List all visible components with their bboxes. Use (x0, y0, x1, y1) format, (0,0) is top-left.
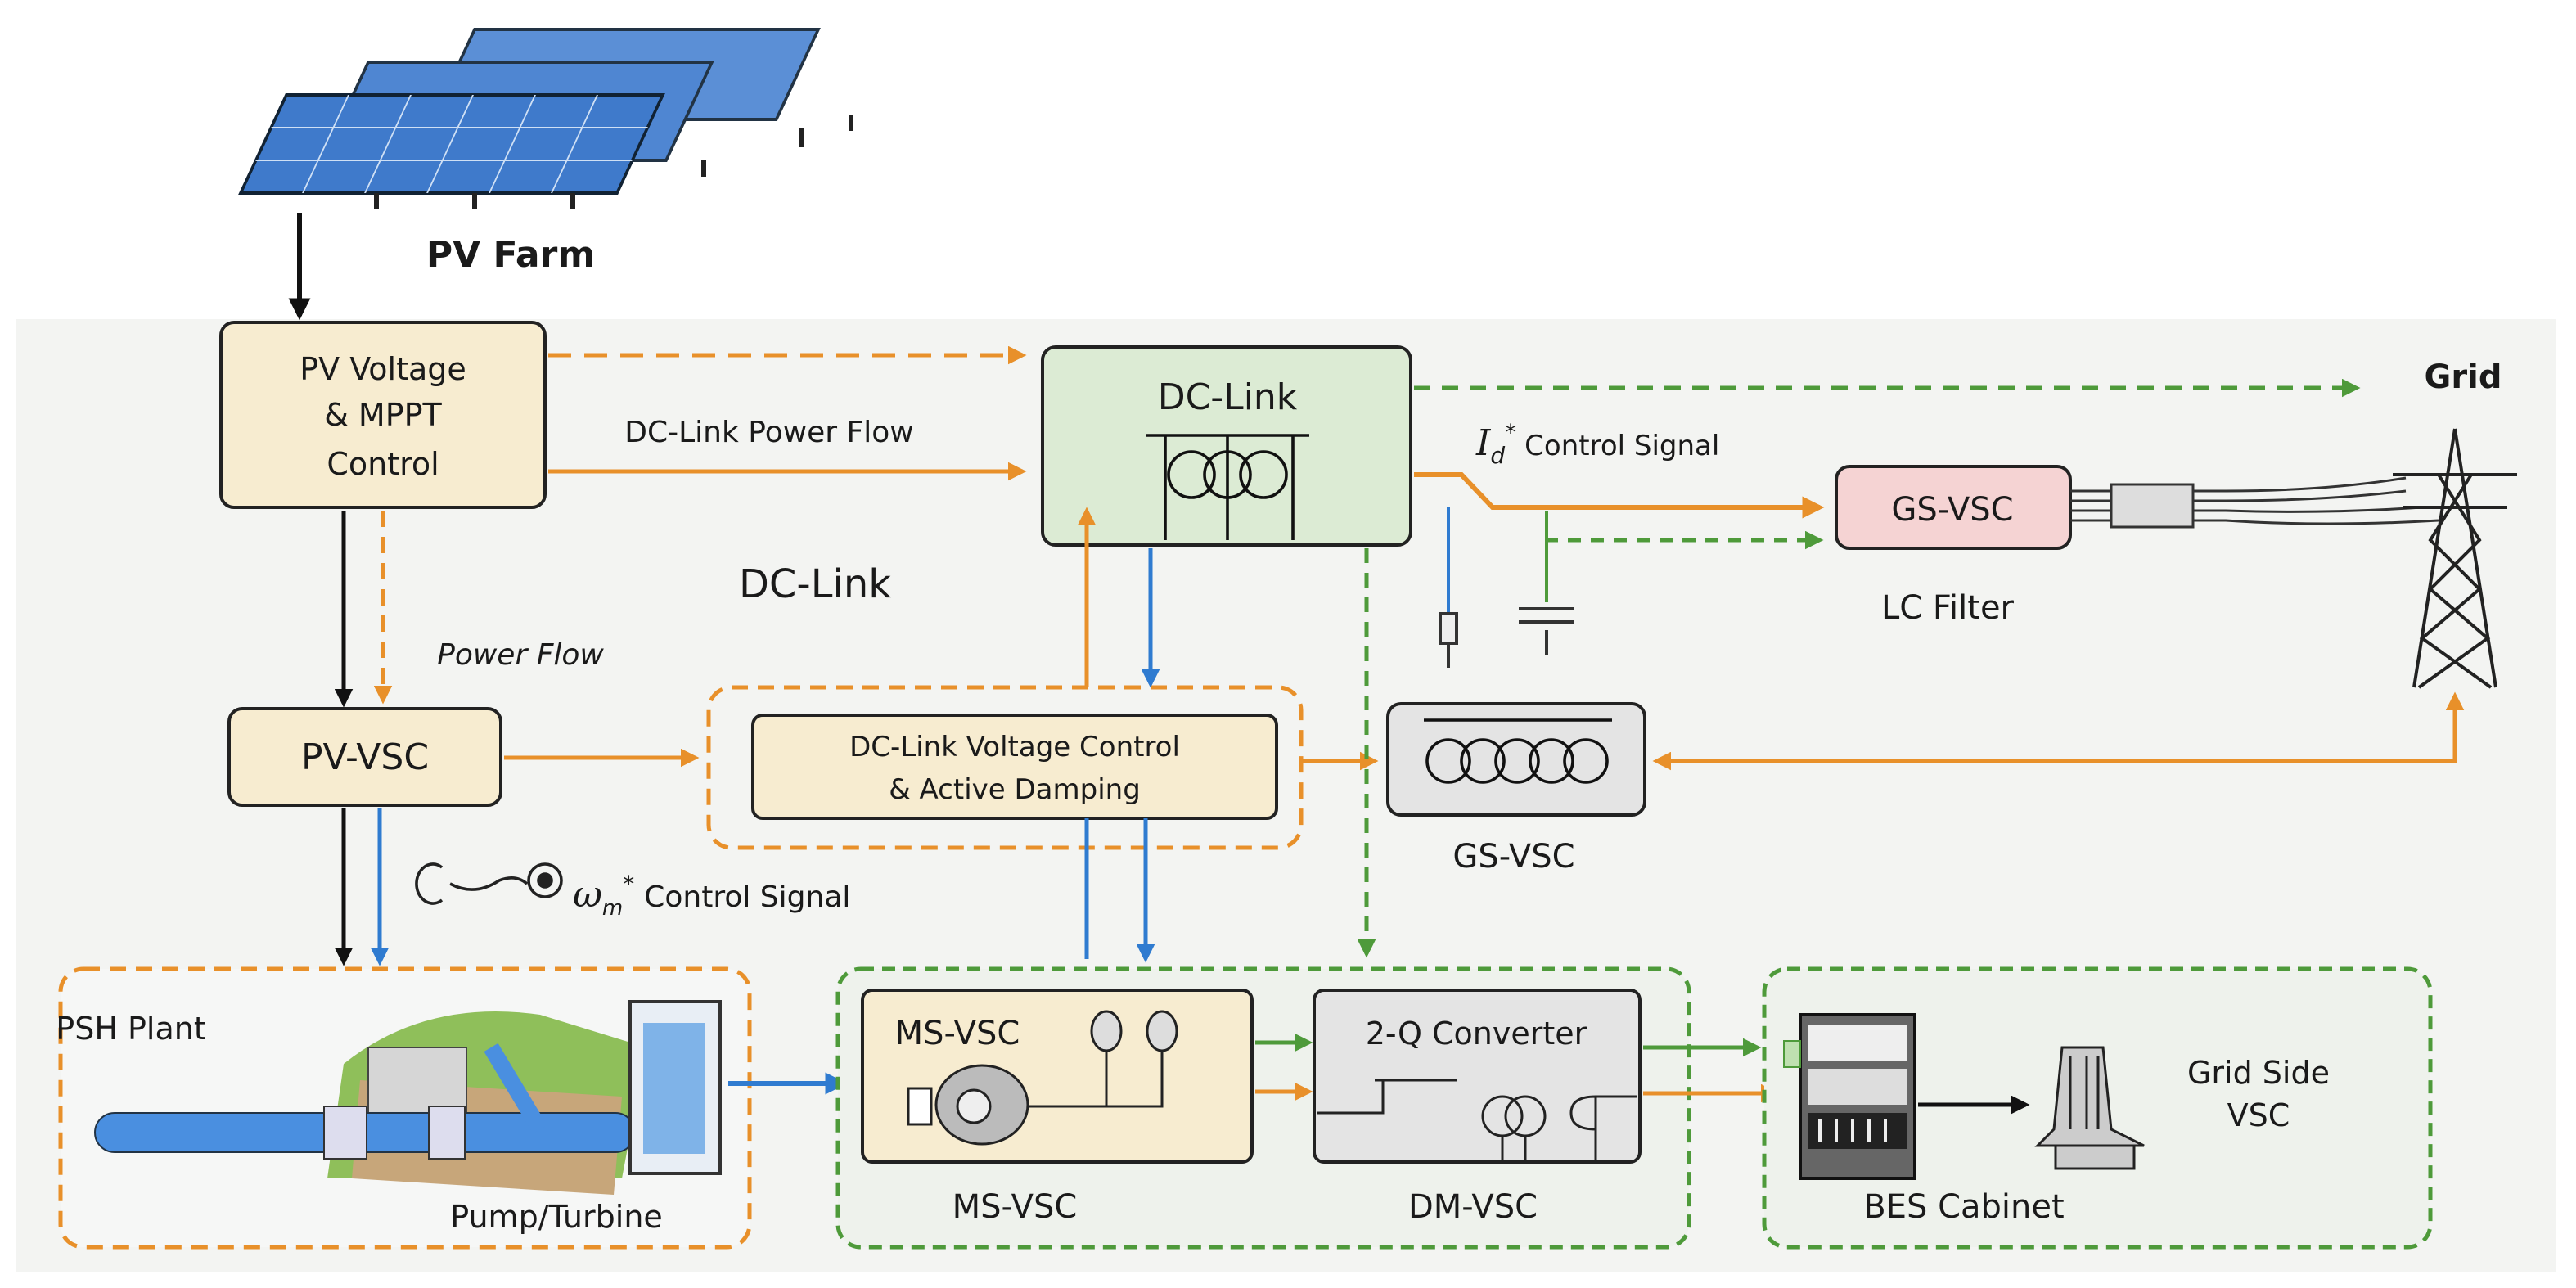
two-q-converter-title: 2-Q Converter (1366, 1016, 1587, 1052)
solar-panel-icon (238, 28, 853, 209)
gs-vsc-block[interactable] (1386, 702, 1646, 817)
pv-mppt-control-block[interactable]: PV Voltage & MPPT Control (219, 321, 547, 509)
dc-link-power-flow-label: DC-Link Power Flow (624, 416, 913, 449)
converter-symbol-icon (1317, 1079, 1637, 1162)
grid-side-vsc-line-1: Grid Side (2187, 1055, 2330, 1091)
id-control-signal: Id* Control Signal (1475, 419, 1719, 469)
pv-mppt-line-3: Control (327, 446, 439, 482)
control-to-ms-vsc-arrows (1084, 818, 1146, 959)
wm-symbol: ω (573, 874, 602, 916)
gsvsc-grid-bidirectional-arrow (1652, 691, 2465, 771)
bes-cabinet-caption: BES Cabinet (1863, 1188, 2064, 1226)
power-flow-label: Power Flow (437, 638, 604, 672)
transformer-icon (1146, 434, 1309, 540)
battery-cabinet-icon[interactable] (1783, 1013, 1916, 1180)
pv-mppt-line-2: & MPPT (324, 397, 442, 433)
psh-plant-group[interactable]: PSH Plant Pump/Turbine (56, 966, 752, 1250)
motor-symbol-icon (415, 862, 563, 905)
lc-filter-label: LC Filter (1881, 589, 2015, 627)
transmission-tower-icon (2393, 428, 2517, 689)
motor-icon (907, 1010, 1178, 1146)
dc-voltage-control-line-1: DC-Link Voltage Control (849, 731, 1180, 763)
filter-components (1439, 507, 1574, 668)
id-subscript: d (1490, 442, 1505, 469)
pump-turbine-label: Pump/Turbine (450, 1199, 663, 1235)
grid-label: Grid (2425, 358, 2502, 396)
grid-side-vsc-line-2: VSC (2227, 1097, 2290, 1133)
two-q-converter-block[interactable]: 2-Q Converter (1313, 989, 1642, 1164)
id-control-signal-label: Control Signal (1524, 430, 1719, 462)
dc-link-area-label: DC-Link (739, 561, 891, 607)
dc-link-block[interactable]: DC-Link (1041, 345, 1412, 547)
wm-subscript: m (602, 896, 623, 921)
pv-vsc-label: PV-VSC (301, 736, 429, 778)
ms-vsc-title: MS-VSC (895, 1015, 1020, 1052)
id-star: * (1505, 419, 1516, 446)
pv-farm-label: PV Farm (426, 234, 595, 276)
ms-vsc-block[interactable]: MS-VSC (861, 989, 1254, 1164)
gs-vsc-top-label: GS-VSC (1891, 491, 2013, 529)
gs-vsc-caption: GS-VSC (1452, 838, 1574, 876)
grid-side-vsc-icon (2034, 1046, 2145, 1170)
wm-control-signal: ωm* Control Signal (573, 871, 850, 921)
id-symbol: I (1475, 422, 1492, 464)
dc-voltage-control-line-2: & Active Damping (889, 773, 1141, 806)
pv-mppt-line-1: PV Voltage (299, 351, 466, 387)
gs-vsc-lc-filter-block[interactable]: GS-VSC (1835, 465, 2072, 550)
dm-vsc-caption: DM-VSC (1408, 1188, 1538, 1226)
dc-to-gsvsc-arrow (1414, 472, 1825, 519)
wm-star: * (623, 871, 634, 898)
wm-control-signal-label: Control Signal (644, 880, 850, 914)
transformer-icon (1424, 718, 1612, 784)
psh-plant-title: PSH Plant (56, 1011, 205, 1047)
pumped-hydro-icon (94, 1000, 722, 1195)
dc-link-title: DC-Link (1158, 376, 1298, 418)
pv-vsc-block[interactable]: PV-VSC (227, 707, 502, 807)
dc-voltage-control-block[interactable]: DC-Link Voltage Control & Active Damping (751, 714, 1278, 820)
dc-voltage-control-group (706, 685, 1304, 850)
ms-vsc-caption: MS-VSC (952, 1188, 1078, 1226)
power-lines (2070, 476, 2439, 529)
